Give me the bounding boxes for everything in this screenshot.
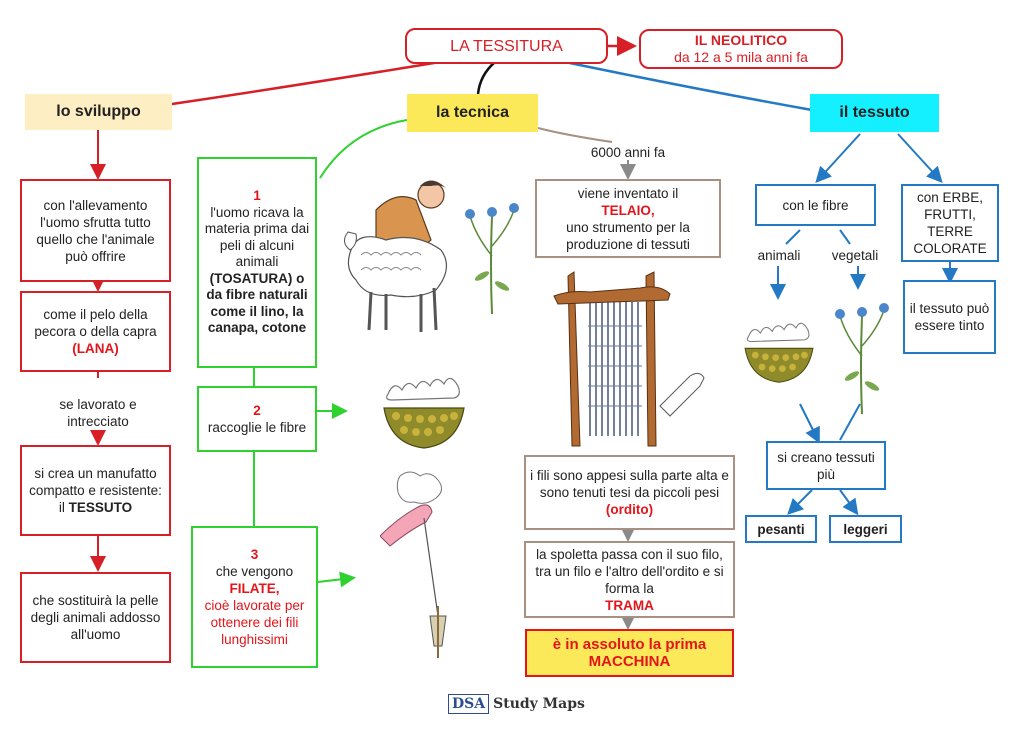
vegetali-text: vegetali <box>831 248 879 263</box>
sviluppo-box-allevamento: con l'allevamento l'uomo sfrutta tutto q… <box>20 179 171 282</box>
wool-basket-illustration <box>744 322 814 383</box>
creano-text: si creano tessuti più <box>777 449 875 482</box>
macchina-text: è in assoluto la prima MACCHINA <box>552 636 707 670</box>
trama-word: TRAMA <box>605 597 654 613</box>
telaio-text-2: uno strumento per la produzione di tessu… <box>566 219 690 252</box>
macchina-box: è in assoluto la prima MACCHINA <box>525 629 734 677</box>
ordito-box: i fili sono appesi sulla parte alta e so… <box>524 455 735 530</box>
main-title: LA TESSITURA <box>405 28 608 64</box>
telaio-word: TELAIO, <box>601 202 655 218</box>
years-text: 6000 anni fa <box>590 145 666 160</box>
sviluppo-lavorato-label: se lavorato e intrecciato <box>40 396 156 430</box>
leggeri-text: leggeri <box>843 521 888 537</box>
step-1-text: l'uomo ricava la materia prima dai peli … <box>204 204 310 270</box>
sviluppo-tessuto-word: TESSUTO <box>68 500 133 515</box>
sviluppo-pelo-wrap: come il pelo della pecora o della capra … <box>26 306 165 357</box>
ordito-text: i fili sono appesi sulla parte alta e so… <box>530 468 729 500</box>
header-sviluppo-label: lo sviluppo <box>56 103 141 120</box>
years-label: 6000 anni fa <box>560 144 696 161</box>
step-1-number: 1 <box>253 188 261 204</box>
sviluppo-box-pelle: che sostituirà la pelle degli animali ad… <box>20 572 171 663</box>
loom-illustration <box>553 271 705 447</box>
flax-plant-illustration <box>465 203 519 314</box>
tecnica-step-1: 1 l'uomo ricava la materia prima dai pel… <box>197 157 317 368</box>
dsa-logo-mark: DSA <box>448 694 490 714</box>
sviluppo-box-pelo: come il pelo della pecora o della capra … <box>20 291 171 372</box>
linen-plant-illustration <box>835 303 889 414</box>
neolitico-period: da 12 a 5 mila anni fa <box>674 49 808 65</box>
step-3-number: 3 <box>250 547 259 562</box>
sviluppo-manufatto-text: si crea un manufatto compatto e resisten… <box>29 466 162 515</box>
sviluppo-manufatto-wrap: si crea un manufatto compatto e resisten… <box>26 465 165 516</box>
fiber-basket-illustration <box>383 377 465 449</box>
erbe-box: con ERBE, FRUTTI, TERRE COLORATE <box>901 184 999 262</box>
header-tessuto-label: il tessuto <box>839 104 910 121</box>
main-title-text: LA TESSITURA <box>450 37 563 55</box>
telaio-box: viene inventato il TELAIO, uno strumento… <box>535 179 721 258</box>
header-tecnica-label: la tecnica <box>436 104 509 121</box>
sviluppo-pelle-text: che sostituirà la pelle degli animali ad… <box>30 593 161 642</box>
step-2-text: raccoglie le fibre <box>207 420 307 435</box>
neolitico-box: IL NEOLITICO da 12 a 5 mila anni fa <box>639 29 843 69</box>
sviluppo-lavorato-text: se lavorato e intrecciato <box>59 397 137 429</box>
telaio-text-1: viene inventato il <box>577 185 679 201</box>
step-3-text: che vengono <box>215 564 294 579</box>
pesanti-text: pesanti <box>757 521 805 537</box>
step-3-filate: FILATE, <box>229 581 280 596</box>
sviluppo-lana: (LANA) <box>72 341 119 356</box>
erbe-text: con ERBE, FRUTTI, TERRE COLORATE <box>913 190 987 256</box>
shearing-man-illustration <box>344 180 447 332</box>
tinto-box: il tessuto può essere tinto <box>903 280 996 354</box>
step-1-bold: (TOSATURA) o da fibre naturali come il l… <box>206 270 308 336</box>
sviluppo-box-manufatto: si crea un manufatto compatto e resisten… <box>20 445 171 536</box>
neolitico-title: IL NEOLITICO <box>694 32 788 48</box>
step-3-red-text: cioè lavorate per ottenere dei fili lung… <box>204 598 305 647</box>
sviluppo-allevamento-text: con l'allevamento l'uomo sfrutta tutto q… <box>36 197 155 264</box>
tecnica-step-2: 2 raccoglie le fibre <box>197 386 317 452</box>
animali-label: animali <box>748 247 810 264</box>
animali-text: animali <box>757 248 801 263</box>
pesanti-box: pesanti <box>745 515 817 543</box>
dsa-logo: DSA Study Maps <box>448 694 585 714</box>
ordito-word: (ordito) <box>605 502 654 517</box>
header-sviluppo: lo sviluppo <box>25 94 172 130</box>
step-2-number: 2 <box>253 403 261 418</box>
creano-box: si creano tessuti più <box>766 441 886 490</box>
leggeri-box: leggeri <box>829 515 902 543</box>
tecnica-step-3: 3 che vengono FILATE, cioè lavorate per … <box>191 526 318 668</box>
header-tessuto: il tessuto <box>810 94 939 132</box>
header-tecnica: la tecnica <box>407 94 538 132</box>
dsa-logo-text: Study Maps <box>493 696 585 712</box>
tinto-text: il tessuto può essere tinto <box>909 301 990 333</box>
spinning-hand-illustration <box>380 471 447 658</box>
sviluppo-pelo-text: come il pelo della pecora o della capra <box>34 307 157 339</box>
fibre-text: con le fibre <box>782 197 849 213</box>
fibre-box: con le fibre <box>755 184 876 226</box>
vegetali-label: vegetali <box>822 247 888 264</box>
trama-text: la spoletta passa con il suo filo, tra u… <box>535 546 724 596</box>
trama-box: la spoletta passa con il suo filo, tra u… <box>524 541 735 618</box>
